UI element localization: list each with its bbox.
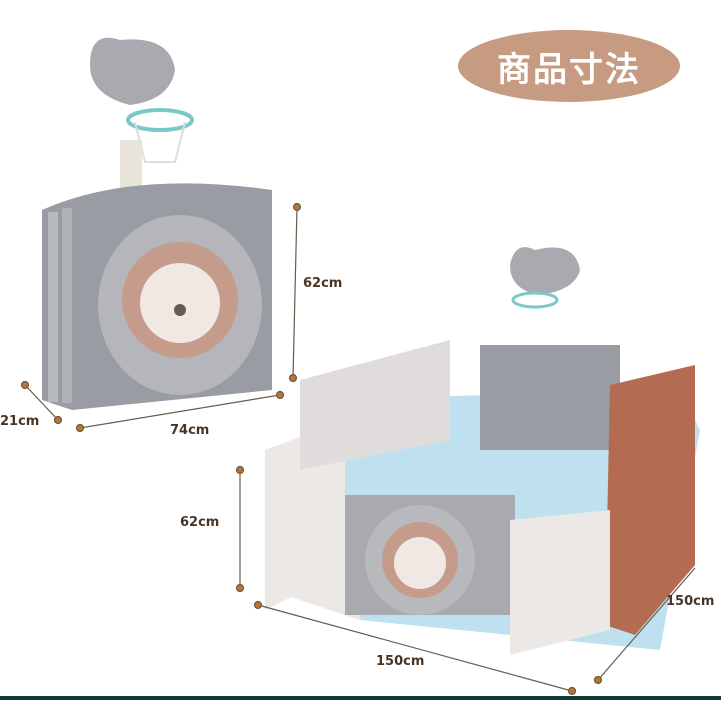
assembled-playpen [265,247,700,655]
folded-width-label: 74cm [170,423,210,438]
assembled-height-label: 62cm [180,515,220,530]
title-badge: 商品寸法 [458,30,680,102]
assembled-width-label: 150cm [376,654,425,669]
folded-depth-label: 21cm [0,414,40,429]
assembled-depth-label: 150cm [666,594,715,609]
folded-height-label: 62cm [303,276,343,291]
dimension-lines [20,202,696,696]
bottom-bar [0,696,721,700]
folded-playpen [42,37,272,410]
